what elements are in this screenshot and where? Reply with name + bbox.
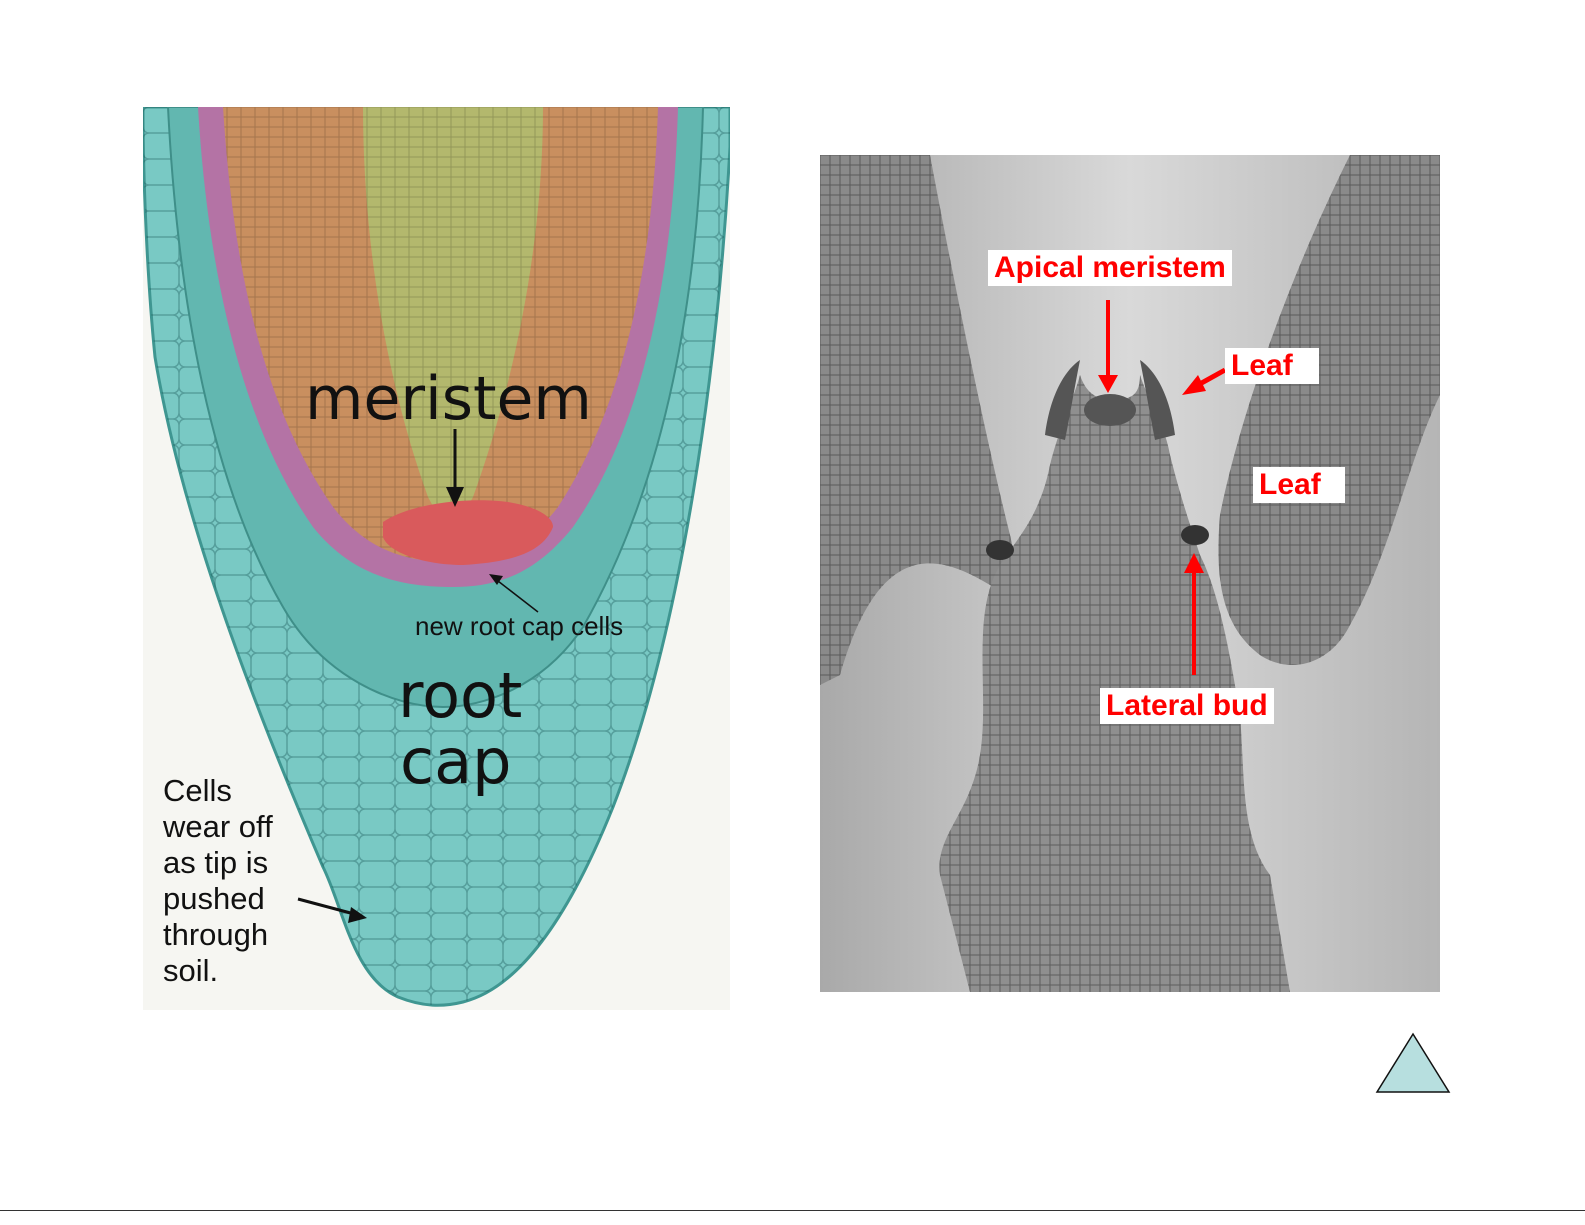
bottom-divider — [0, 1210, 1585, 1211]
shoot-apex-figure: Apical meristem Leaf Leaf Lateral bud — [820, 155, 1440, 992]
wear-off-line: pushed — [163, 881, 273, 917]
apical-meristem-label: Apical meristem — [988, 250, 1232, 286]
cap-label: cap — [400, 731, 511, 793]
root-label: root — [398, 665, 522, 727]
new-root-cap-cells-label: new root cap cells — [415, 611, 623, 642]
lateral-bud-label: Lateral bud — [1100, 688, 1274, 724]
wear-off-caption: Cells wear off as tip is pushed through … — [163, 773, 273, 989]
wear-off-line: wear off — [163, 809, 273, 845]
leaf-label-lower: Leaf — [1253, 467, 1345, 503]
wear-off-line: as tip is — [163, 845, 273, 881]
root-tip-figure: meristem new root cap cells root cap Cel… — [143, 107, 730, 1010]
triangle-up-icon[interactable] — [1375, 1032, 1451, 1094]
wear-off-line: Cells — [163, 773, 273, 809]
wear-off-line: soil. — [163, 953, 273, 989]
meristem-label: meristem — [305, 369, 592, 429]
leaf-label-upper: Leaf — [1225, 348, 1319, 384]
lateral-bud-right — [1181, 525, 1209, 545]
apical-dome — [1084, 394, 1136, 426]
lateral-bud-left — [986, 540, 1014, 560]
wear-off-line: through — [163, 917, 273, 953]
